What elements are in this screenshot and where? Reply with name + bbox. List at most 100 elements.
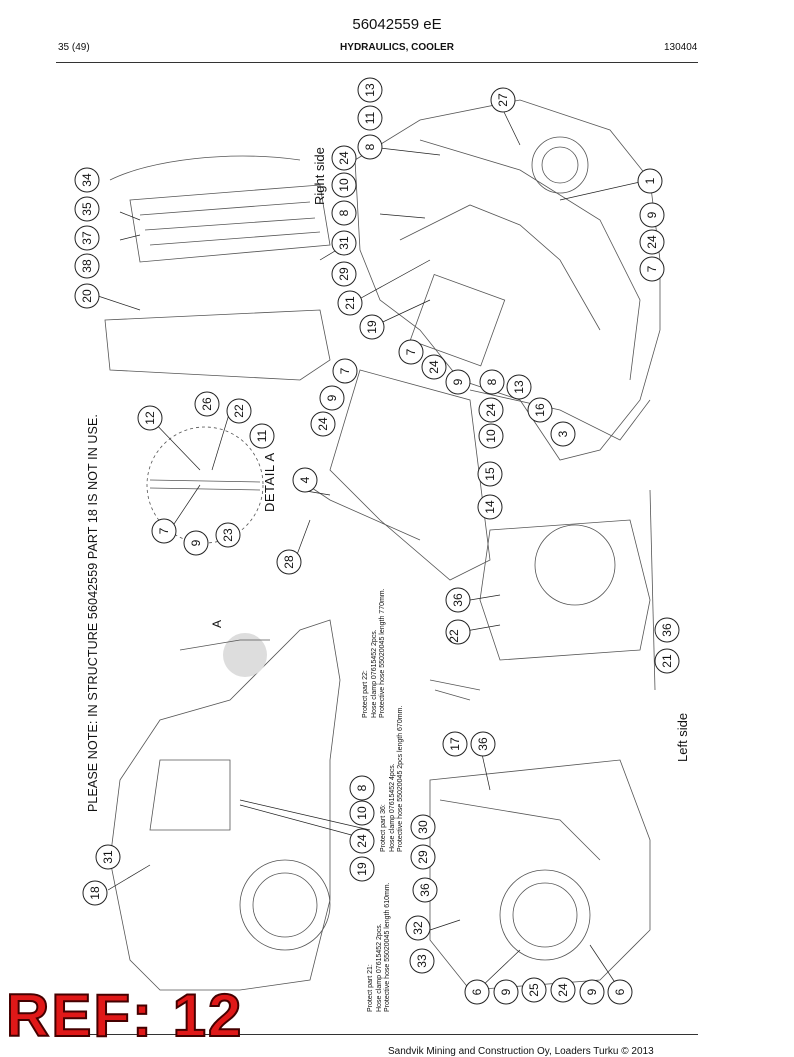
svg-text:25: 25 <box>527 983 541 997</box>
callout-6: 6 <box>464 979 490 1005</box>
svg-text:37: 37 <box>80 231 94 245</box>
callout-24: 24 <box>421 354 447 380</box>
callout-31: 31 <box>95 844 121 870</box>
svg-text:19: 19 <box>365 320 379 334</box>
callout-10: 10 <box>478 423 504 449</box>
svg-text:7: 7 <box>404 348 418 355</box>
svg-text:17: 17 <box>448 737 462 751</box>
callout-38: 38 <box>74 253 100 279</box>
callout-33: 33 <box>409 948 435 974</box>
svg-text:36: 36 <box>476 737 490 751</box>
callout-7: 7 <box>639 256 665 282</box>
svg-text:24: 24 <box>645 235 659 249</box>
callout-7: 7 <box>398 339 424 365</box>
callout-13: 13 <box>357 77 383 103</box>
callout-14: 14 <box>477 494 503 520</box>
svg-text:7: 7 <box>157 527 171 534</box>
callout-22: 22 <box>445 619 471 645</box>
callout-9: 9 <box>639 202 665 228</box>
callout-9: 9 <box>493 979 519 1005</box>
svg-text:36: 36 <box>660 623 674 637</box>
svg-text:24: 24 <box>355 834 369 848</box>
callout-36: 36 <box>470 731 496 757</box>
svg-text:22: 22 <box>447 629 461 643</box>
left-side-label: Left side <box>675 712 690 762</box>
section-title: HYDRAULICS, COOLER <box>340 42 454 53</box>
svg-text:4: 4 <box>298 476 312 483</box>
svg-text:18: 18 <box>88 886 102 900</box>
header-rule <box>56 62 698 63</box>
svg-text:15: 15 <box>483 467 497 481</box>
footer-rule <box>56 1034 698 1035</box>
svg-text:8: 8 <box>355 784 369 791</box>
svg-text:9: 9 <box>451 378 465 385</box>
svg-text:16: 16 <box>533 403 547 417</box>
callout-12: 12 <box>137 405 163 431</box>
svg-text:21: 21 <box>343 296 357 310</box>
svg-text:24: 24 <box>427 360 441 374</box>
callout-34: 34 <box>74 167 100 193</box>
callout-31: 31 <box>331 230 357 256</box>
svg-text:8: 8 <box>485 378 499 385</box>
callout-8: 8 <box>349 775 375 801</box>
callout-32: 32 <box>405 915 431 941</box>
svg-text:29: 29 <box>416 850 430 864</box>
svg-text:31: 31 <box>337 236 351 250</box>
callout-9: 9 <box>579 979 605 1005</box>
svg-text:3: 3 <box>556 430 570 437</box>
svg-text:32: 32 <box>411 921 425 935</box>
svg-text:9: 9 <box>189 539 203 546</box>
callout-6: 6 <box>607 979 633 1005</box>
svg-text:9: 9 <box>645 211 659 218</box>
svg-text:9: 9 <box>499 988 513 995</box>
svg-text:36: 36 <box>418 883 432 897</box>
svg-text:14: 14 <box>483 500 497 514</box>
right-side-label: Right side <box>312 147 327 205</box>
callout-7: 7 <box>332 358 358 384</box>
callout-17: 17 <box>442 731 468 757</box>
callout-circles: 13 27 11 8 24 10 1 8 9 31 24 7 29 21 19 … <box>74 77 680 1005</box>
svg-text:20: 20 <box>80 289 94 303</box>
callout-21: 21 <box>337 290 363 316</box>
svg-text:33: 33 <box>415 954 429 968</box>
svg-text:8: 8 <box>363 143 377 150</box>
svg-text:38: 38 <box>80 259 94 273</box>
callout-22: 22 <box>226 398 252 424</box>
detail-marker: A <box>210 619 224 628</box>
svg-text:34: 34 <box>80 173 94 187</box>
svg-text:30: 30 <box>416 820 430 834</box>
svg-text:36: 36 <box>451 593 465 607</box>
callout-26: 26 <box>194 391 220 417</box>
svg-text:22: 22 <box>232 404 246 418</box>
svg-text:12: 12 <box>143 411 157 425</box>
callout-29: 29 <box>331 261 357 287</box>
callout-9: 9 <box>183 530 209 556</box>
svg-text:11: 11 <box>363 111 377 124</box>
callout-8: 8 <box>479 369 505 395</box>
callout-8: 8 <box>357 134 383 160</box>
callout-19: 19 <box>349 856 375 882</box>
callout-36: 36 <box>445 587 471 613</box>
callout-24: 24 <box>331 145 357 171</box>
svg-text:28: 28 <box>282 555 296 569</box>
callout-24: 24 <box>639 229 665 255</box>
callout-11: 11 <box>357 105 383 131</box>
callout-13: 13 <box>506 374 532 400</box>
svg-text:23: 23 <box>221 528 235 542</box>
callout-27: 27 <box>490 87 516 113</box>
callout-37: 37 <box>74 225 100 251</box>
protect-note-part-22: Protect part 22: Hose clamp 07615452 2pc… <box>362 588 387 718</box>
svg-text:31: 31 <box>101 850 115 864</box>
structure-note: PLEASE NOTE: IN STRUCTURE 56042559 PART … <box>86 414 100 812</box>
callout-11: 11 <box>249 423 275 449</box>
svg-text:10: 10 <box>355 806 369 820</box>
svg-text:29: 29 <box>337 267 351 281</box>
svg-text:35: 35 <box>80 202 94 216</box>
callout-24: 24 <box>550 977 576 1003</box>
callout-15: 15 <box>477 461 503 487</box>
callout-1: 1 <box>637 168 663 194</box>
callout-18: 18 <box>82 880 108 906</box>
callout-20: 20 <box>74 283 100 309</box>
protect-note-part-21: Protect part 21: Hose clamp 07615452 2pc… <box>367 882 392 1012</box>
callout-30: 30 <box>410 814 436 840</box>
